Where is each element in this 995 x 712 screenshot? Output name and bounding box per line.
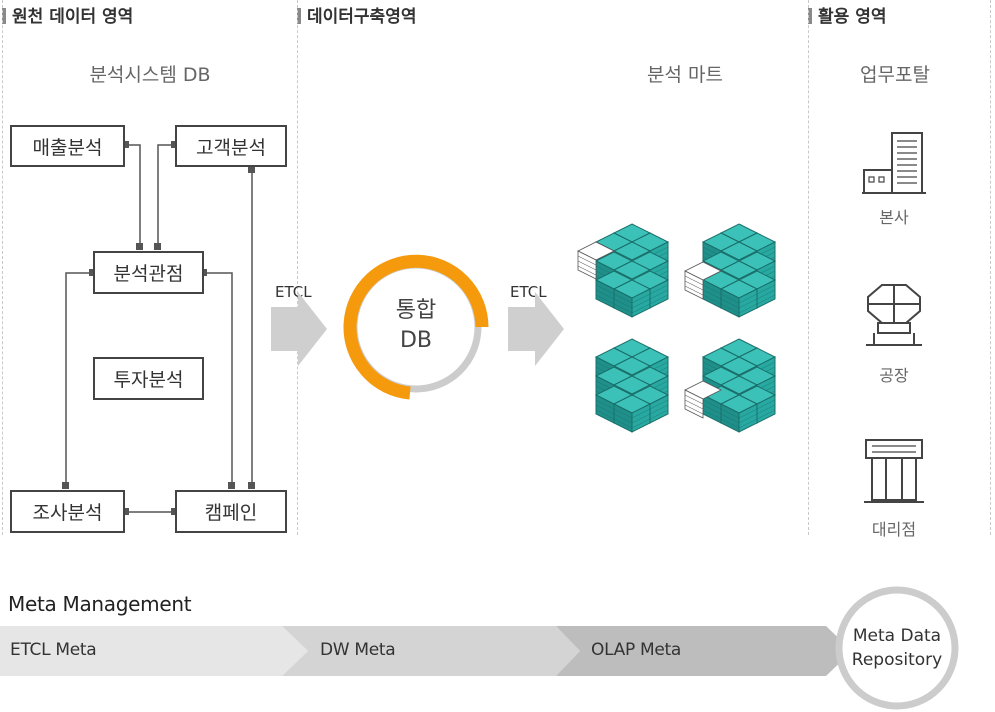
connector-dot — [248, 166, 255, 173]
connector-dot — [228, 482, 235, 489]
section-header-build-label: 데이터구축영역 — [307, 7, 417, 27]
connector-dot — [122, 508, 129, 515]
connector-dot — [136, 243, 143, 250]
box-survey-analysis: 조사분석 — [10, 490, 125, 533]
meta-step-etcl — [0, 626, 308, 676]
source-subtitle: 분석시스템 DB — [89, 64, 211, 86]
meta-step-dw — [282, 626, 580, 676]
integrated-db-line2: DB — [399, 328, 433, 353]
portal-item-factory: 공장 — [879, 366, 909, 385]
meta-repository-line1: Meta Data — [852, 626, 942, 646]
connector-sales-analysis — [125, 144, 141, 247]
etcl-label-left: ETCL — [275, 283, 312, 301]
section-header-source-label: 원천 데이터 영역 — [12, 7, 134, 27]
etcl-arrow-right — [508, 292, 564, 366]
portal-item-store: 대리점 — [871, 520, 917, 539]
box-sales-analysis: 매출분석 — [10, 125, 125, 167]
box-analysis-view: 분석관점 — [93, 251, 204, 294]
factory-icon — [866, 284, 922, 346]
meta-step-etcl-label: ETCL Meta — [10, 640, 97, 660]
connector-dot — [122, 141, 129, 148]
connector-dot — [89, 269, 96, 276]
connector-analysis-campaign — [204, 272, 233, 486]
connector-dot — [171, 141, 178, 148]
meta-step-olap — [556, 626, 852, 676]
section-header-source: 원천 데이터 영역 — [2, 2, 133, 27]
box-campaign: 캠페인 — [175, 490, 287, 533]
meta-repository-ring — [835, 586, 959, 710]
integrated-db-label: 통합 DB — [366, 296, 466, 356]
connector-dot — [154, 243, 161, 250]
integrated-db-ring — [343, 254, 489, 400]
meta-step-dw-label: DW Meta — [320, 640, 396, 660]
data-mart-cube-3 — [596, 339, 668, 432]
divider-left — [2, 0, 3, 535]
connector-analysis-survey — [65, 272, 93, 486]
data-mart-title: 분석 마트 — [647, 64, 723, 86]
meta-management-title: Meta Management — [8, 592, 192, 616]
source-connectors — [62, 141, 255, 515]
connector-dot — [171, 508, 178, 515]
etcl-arrow-left — [271, 292, 327, 366]
connector-dot — [62, 482, 69, 489]
meta-repository-line2: Repository — [851, 650, 943, 670]
section-header-build: 데이터구축영역 — [297, 2, 416, 27]
meta-repository-label: Meta Data Repository — [838, 624, 956, 672]
data-mart-cube-1 — [577, 224, 668, 317]
box-investment-analysis: 투자분석 — [93, 357, 204, 400]
section-header-usage-label: 활용 영역 — [818, 7, 887, 27]
divider-build-usage — [808, 0, 809, 535]
business-portal-title: 업무포탈 — [860, 64, 930, 86]
portal-item-headquarters: 본사 — [879, 208, 909, 227]
data-mart-cube-2 — [684, 224, 775, 317]
divider-source-build — [297, 0, 298, 535]
box-customer-analysis: 고객분석 — [175, 125, 287, 167]
meta-step-olap-label: OLAP Meta — [591, 640, 682, 660]
connector-customer-analysis — [157, 144, 175, 247]
store-icon — [864, 439, 924, 503]
section-header-usage: 활용 영역 — [808, 2, 886, 27]
headquarters-building-icon — [862, 132, 926, 194]
data-mart-cube-4 — [684, 339, 775, 432]
divider-right — [990, 0, 991, 535]
integrated-db-line1: 통합 — [395, 298, 437, 323]
connector-dot — [248, 482, 255, 489]
